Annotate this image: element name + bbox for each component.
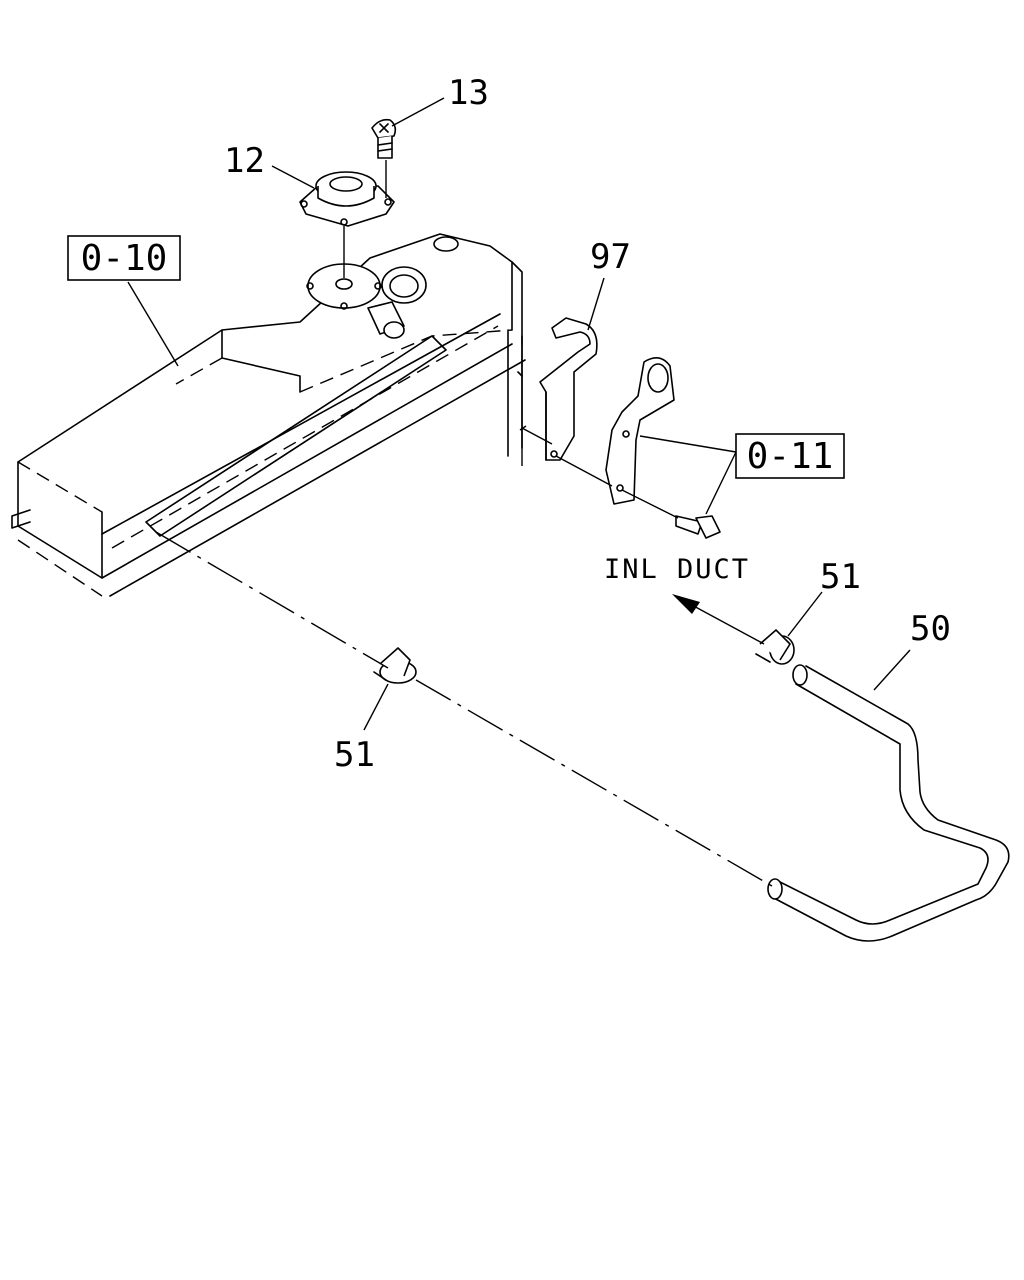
inl-duct-direction-line (689, 603, 765, 645)
breather-cap-part (299, 171, 395, 227)
bracket-part (539, 317, 598, 461)
leader-13 (391, 97, 445, 127)
ref-label-0-10: 0-10 (81, 238, 168, 279)
leader-0-11 (639, 435, 737, 515)
callout-50: 50 (910, 609, 951, 649)
leader-97 (587, 277, 605, 331)
inl-duct-label: INL DUCT (604, 554, 750, 585)
leader-51-right (787, 591, 823, 637)
leader-12 (271, 165, 315, 189)
hose-part (767, 664, 1010, 942)
hose-centerline (155, 531, 773, 887)
callout-51-right: 51 (820, 557, 861, 597)
leader-50 (873, 649, 911, 691)
support-plate-part (605, 357, 675, 505)
inl-duct-arrow (672, 594, 700, 614)
callout-51-left: 51 (334, 735, 375, 775)
leader-0-10 (127, 281, 179, 367)
ref-box-0-10 (67, 235, 181, 281)
bolt-part (675, 515, 721, 539)
valve-cover (11, 233, 526, 597)
callout-13: 13 (448, 73, 489, 113)
ref-box-0-11 (735, 433, 845, 479)
callout-12: 12 (224, 141, 265, 181)
bracket-alignment-line (521, 427, 679, 519)
ref-label-0-11: 0-11 (747, 436, 834, 477)
mount-hole-mark (519, 425, 527, 431)
callout-97: 97 (590, 237, 631, 277)
leader-51-left (363, 683, 389, 731)
hose-clamp-left (373, 647, 417, 684)
hose-clamp-right (755, 629, 795, 665)
screw-part (371, 118, 397, 159)
